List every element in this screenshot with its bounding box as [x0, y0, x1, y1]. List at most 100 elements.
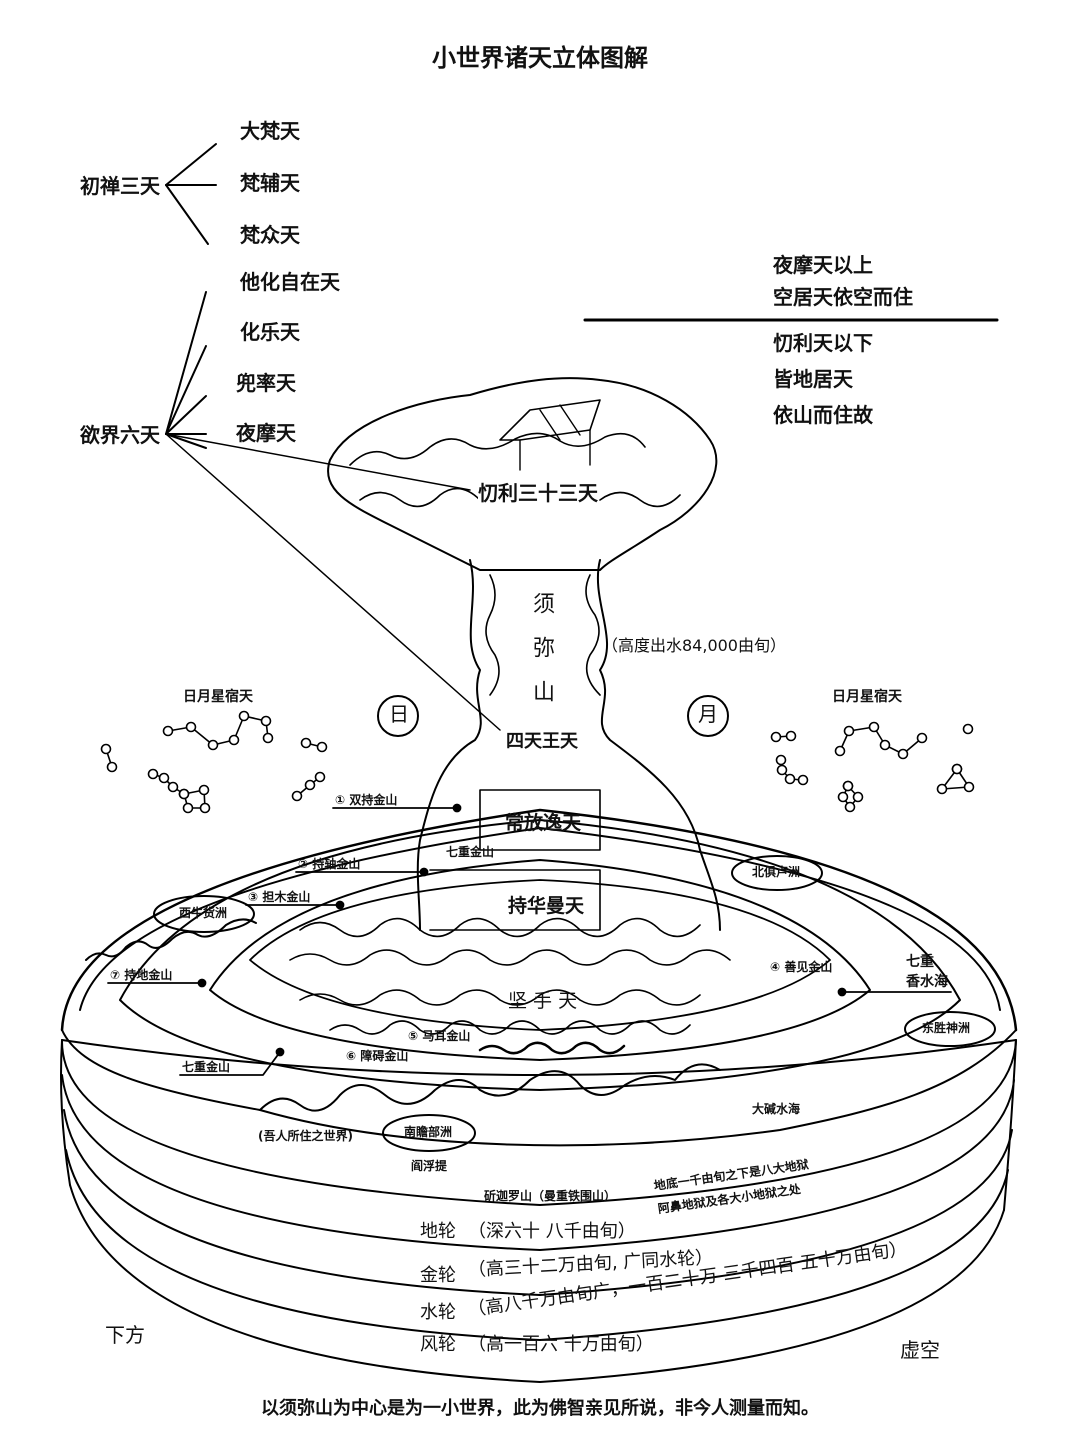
changfangyi-heaven-label: 常放逸天: [505, 812, 582, 834]
note-lower-line: 皆地居天: [773, 367, 853, 391]
moon-label: 月: [698, 702, 718, 726]
sumeru-height-label: （高度出水84,000由旬）: [602, 636, 786, 655]
note-lower-line: 忉利天以下: [773, 331, 873, 355]
star-dot: [770, 731, 782, 743]
star-dot: [951, 763, 963, 775]
star-dot: [238, 710, 250, 722]
north-continent-ellipse: [731, 855, 823, 891]
east-continent-label: 东胜神洲: [922, 1021, 971, 1035]
form-realm-item: 梵众天: [240, 223, 300, 247]
star-dot: [147, 768, 159, 780]
mountain-leader-lines: [107, 803, 952, 1076]
star-dot: [844, 801, 856, 813]
star-dot: [936, 783, 948, 795]
constellation-line: [167, 715, 269, 746]
wheel-wind-name: 风轮: [420, 1334, 456, 1355]
desire-realm-group-label: 欲界六天: [80, 423, 160, 447]
wheel-earth-name: 地轮: [420, 1221, 456, 1242]
star-dot: [167, 781, 179, 793]
star-dot: [162, 725, 174, 737]
star-dot: [228, 734, 240, 746]
star-dot: [785, 730, 797, 742]
west-continent-label: 西牛货洲: [179, 906, 228, 920]
note-lower-line: 依山而住故: [773, 403, 873, 427]
note-upper-line: 空居天依空而住: [773, 285, 913, 309]
star-dot: [178, 788, 190, 800]
constellation-line: [941, 768, 970, 790]
star-dot: [797, 774, 809, 786]
star-dot: [842, 780, 854, 792]
four-kings-heaven-label: 四天王天: [506, 731, 578, 752]
star-dot: [304, 779, 316, 791]
wheel-wind-desc: （高一百六 十万由旬）: [468, 1334, 654, 1355]
desire-realm-branch-lines: [165, 291, 501, 731]
stars-heaven-left-label: 日月星宿天: [183, 689, 253, 705]
star-dot: [198, 784, 210, 796]
star-dot: [916, 732, 928, 744]
seven-golden-mountains-label: 七重金山: [446, 845, 495, 859]
desire-realm-item: 化乐天: [240, 320, 300, 344]
constellations: [100, 710, 975, 814]
form-realm-group-label: 初禅三天: [80, 174, 160, 198]
star-dot: [775, 754, 787, 766]
star-dot: [897, 748, 909, 760]
sun-circle: [377, 695, 419, 737]
form-realm-item: 大梵天: [240, 119, 300, 143]
star-dot: [185, 721, 197, 733]
trayastrimsa-cloud: [327, 377, 718, 571]
page-title: 小世界诸天立体图解: [432, 43, 648, 72]
desire-realm-item: 他化自在天: [240, 270, 340, 294]
mountain-label-2: ② 持轴金山: [298, 857, 361, 871]
trayastrimsa-heaven-label: 忉利三十三天: [478, 481, 598, 505]
mountain-label-7: ⑦ 持地金山: [110, 968, 173, 982]
iron-ring-rim: [60, 808, 1018, 1147]
chihuaman-heaven-label: 持华曼天: [508, 895, 585, 917]
stars-heaven-right-label: 日月星宿天: [832, 689, 902, 705]
south-continent-ellipse: [382, 1114, 476, 1152]
mount-sumeru: [416, 559, 721, 931]
sumeru-label: 须弥山: [529, 592, 554, 724]
west-continent-ellipse: [153, 895, 255, 933]
star-dot: [100, 743, 112, 755]
golden-mountain-texture: [289, 917, 731, 1055]
star-dot: [182, 802, 194, 814]
east-continent-ellipse: [904, 1011, 996, 1047]
desire-realm-item: 夜摩天: [236, 421, 296, 445]
star-dot: [776, 764, 788, 776]
south-continent-label: 南瞻部洲: [404, 1125, 453, 1139]
jianshou-heaven-label: 坚 手 天: [508, 990, 578, 1012]
north-continent-label: 北俱卢洲: [752, 865, 801, 879]
moon-circle: [687, 695, 729, 737]
star-dot: [962, 723, 974, 735]
wheel-gold-name: 金轮: [420, 1265, 456, 1286]
star-dot: [784, 773, 796, 785]
star-dot: [963, 781, 975, 793]
salt-sea-label: 大碱水海: [752, 1102, 801, 1116]
iron-ring-mountain-label: 斫迦罗山（曼重铁围山）: [484, 1189, 617, 1203]
desire-realm-item: 兜率天: [236, 371, 296, 395]
star-dot: [260, 715, 272, 727]
human-world-label: (吾人所住之世界): [258, 1129, 353, 1143]
star-dot: [291, 790, 303, 802]
void-label: 虚空: [900, 1338, 940, 1362]
mountain-label-1: ① 双持金山: [335, 793, 398, 807]
sun-label: 日: [389, 702, 409, 726]
form-realm-item: 梵辅天: [240, 171, 300, 195]
star-dot: [852, 791, 864, 803]
footer-caption: 以须弥山为中心是为一小世界，此为佛智亲见所说，非今人测量而知。: [261, 1398, 819, 1419]
star-dot: [868, 721, 880, 733]
fragrant-sea-label: 香水海: [906, 974, 948, 990]
star-dot: [316, 741, 328, 753]
star-dot: [207, 739, 219, 751]
star-dot: [314, 771, 326, 783]
inner-sea-rings: [119, 819, 961, 1091]
wheel-layers: [60, 1039, 1017, 1383]
wheel-water-name: 水轮: [420, 1302, 456, 1323]
fragrant-sea-label: 七重: [906, 954, 934, 970]
star-dot: [158, 772, 170, 784]
wheel-earth-desc: （深六十 八千由旬）: [468, 1221, 636, 1242]
seven-golden-mountains-label: 七重金山: [182, 1060, 231, 1074]
mountain-label-6: ⑥ 障碍金山: [346, 1049, 409, 1063]
star-dot: [837, 791, 849, 803]
